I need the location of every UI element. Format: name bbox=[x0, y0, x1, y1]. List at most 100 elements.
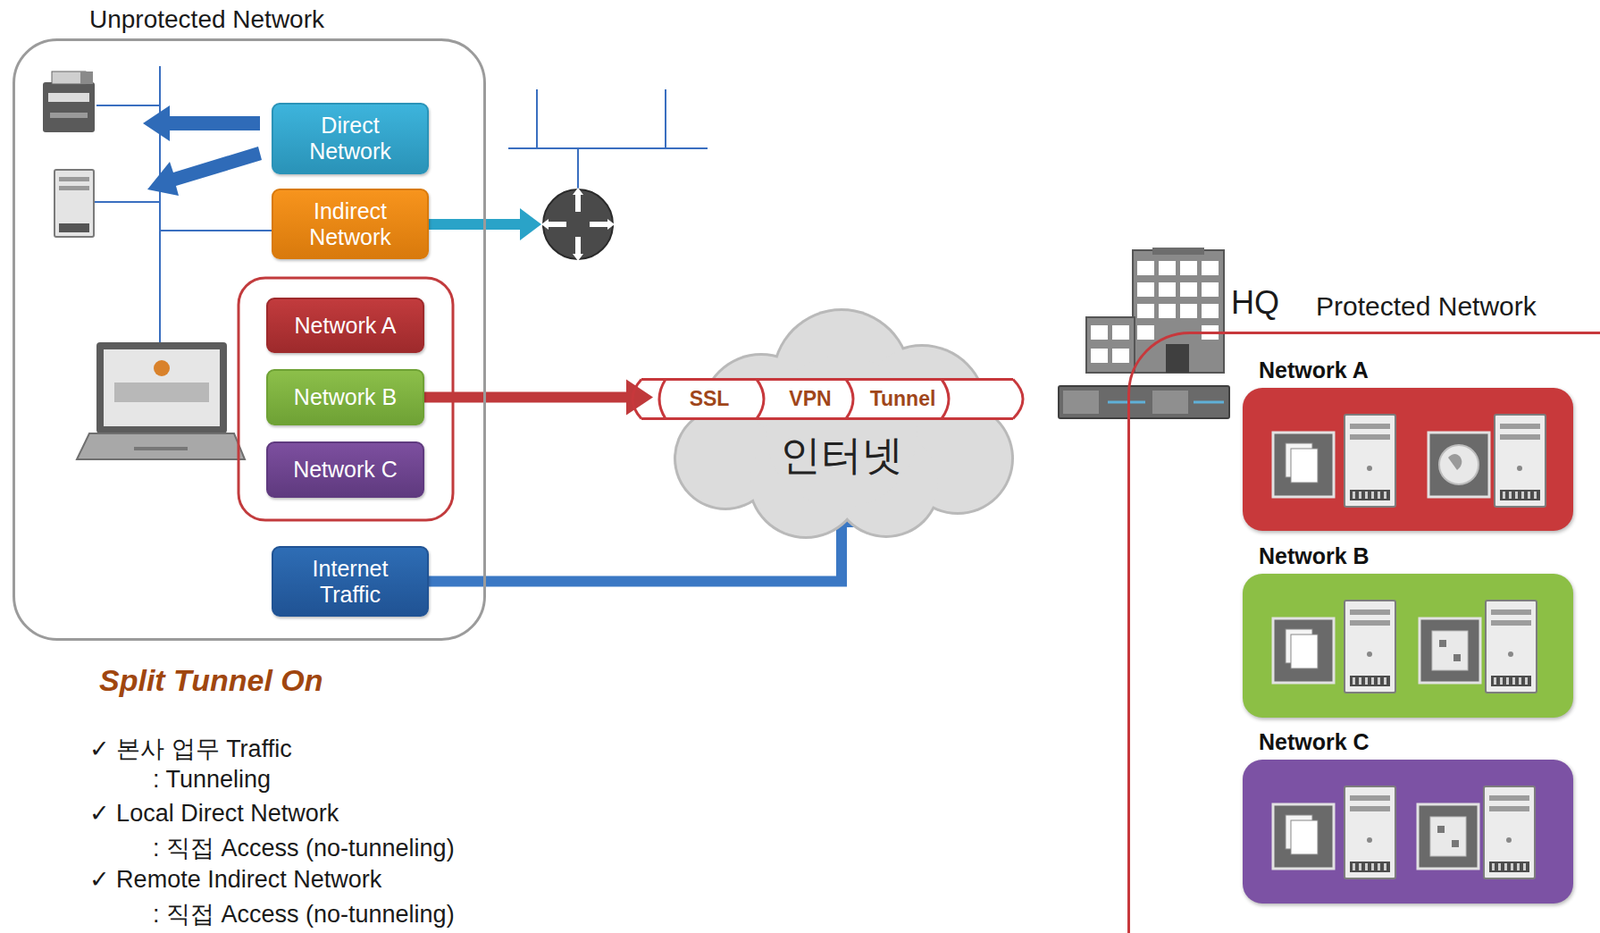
server-icon bbox=[1349, 423, 1391, 429]
vpn-appliance bbox=[1107, 401, 1146, 404]
network-panel bbox=[1242, 759, 1574, 904]
tunnel-segment: VPN bbox=[765, 377, 855, 420]
mode-title: Split Tunnel On bbox=[99, 662, 324, 698]
router-symbol bbox=[575, 193, 581, 212]
server-icon bbox=[1349, 434, 1391, 440]
server-icon bbox=[1491, 675, 1532, 687]
building-window bbox=[1137, 282, 1155, 297]
building-window bbox=[1137, 260, 1155, 276]
server-icon bbox=[1489, 805, 1530, 812]
server-icon bbox=[1377, 491, 1381, 499]
region-heading: Protected Network bbox=[1315, 291, 1537, 322]
server-icon bbox=[1377, 862, 1381, 871]
server-icon bbox=[1349, 805, 1391, 812]
server-icon bbox=[1489, 795, 1530, 801]
server-icon bbox=[1506, 837, 1512, 843]
server-icon bbox=[1533, 491, 1537, 499]
server-icon bbox=[1491, 609, 1532, 615]
server-icon bbox=[1352, 862, 1356, 871]
box-label: Network B bbox=[293, 384, 397, 411]
tunnel-segment bbox=[665, 377, 766, 420]
app-icon bbox=[1437, 825, 1445, 833]
server-icon bbox=[1365, 862, 1368, 871]
network-box: Indirect Network bbox=[271, 188, 429, 260]
printer-icon bbox=[48, 92, 90, 102]
tunnel-segment bbox=[641, 377, 766, 381]
server-icon bbox=[58, 223, 90, 233]
router-symbol bbox=[589, 221, 608, 227]
tunnel-segment bbox=[854, 377, 1030, 420]
server-icon bbox=[1491, 862, 1495, 871]
app-icon bbox=[1290, 634, 1318, 669]
tunnel-segment bbox=[854, 417, 1014, 420]
hq-building bbox=[1165, 343, 1190, 373]
building-window bbox=[1090, 325, 1108, 340]
laptop-icon bbox=[114, 382, 210, 403]
server-icon bbox=[1358, 677, 1362, 685]
tunnel-segment bbox=[854, 377, 1014, 381]
app-icon bbox=[1448, 453, 1462, 470]
vpn-appliance bbox=[1152, 390, 1189, 414]
server-icon bbox=[1366, 465, 1373, 471]
building-window bbox=[1180, 282, 1198, 297]
network-region: Unprotected NetworkDirect NetworkIndirec… bbox=[12, 38, 486, 641]
note-line: ✓ Local Direct Network bbox=[89, 798, 339, 828]
server-icon bbox=[1358, 491, 1362, 499]
server-icon bbox=[1510, 862, 1514, 871]
server-icon bbox=[1371, 677, 1374, 685]
building-window bbox=[1201, 303, 1219, 319]
laptop-icon bbox=[153, 360, 170, 377]
tunnel-segment bbox=[659, 379, 666, 419]
server-icon bbox=[1377, 677, 1381, 685]
server-icon bbox=[1383, 677, 1387, 685]
server-icon bbox=[1516, 862, 1520, 871]
router-symbol bbox=[572, 253, 584, 261]
hq-building bbox=[1086, 247, 1224, 373]
laptop-icon bbox=[103, 349, 220, 427]
building-window bbox=[1112, 348, 1130, 363]
lan-wire bbox=[159, 66, 161, 343]
building-window bbox=[1137, 325, 1155, 340]
building-window bbox=[1158, 260, 1176, 276]
tunnel-segment bbox=[765, 377, 855, 420]
tunnel-segment bbox=[641, 417, 766, 420]
router-symbol bbox=[575, 236, 581, 255]
vpn-appliance bbox=[1063, 390, 1099, 414]
lan-wire bbox=[508, 147, 708, 150]
server-icon bbox=[1349, 489, 1391, 501]
note-line: ✓ 본사 업무 Traffic bbox=[89, 732, 293, 765]
server-icon bbox=[1344, 600, 1396, 693]
network-heading: Network A bbox=[1258, 357, 1369, 384]
server-icon bbox=[1506, 677, 1509, 685]
server-icon bbox=[1499, 423, 1541, 429]
server-icon bbox=[1483, 786, 1535, 879]
tunnel-segment bbox=[1013, 379, 1023, 419]
arrowhead bbox=[626, 379, 654, 416]
tunnel-segment bbox=[632, 379, 642, 419]
building-window bbox=[1158, 303, 1176, 319]
direct-arrow bbox=[142, 105, 262, 196]
laptop-icon bbox=[96, 342, 227, 434]
building-window bbox=[1137, 303, 1155, 319]
network-heading: Network C bbox=[1258, 728, 1370, 755]
router-symbol bbox=[572, 187, 584, 195]
server-icon bbox=[1502, 491, 1506, 499]
server-icon bbox=[1366, 837, 1373, 843]
app-icon bbox=[1290, 448, 1318, 483]
box-label: Internet Traffic bbox=[284, 555, 417, 608]
server-icon bbox=[1498, 862, 1501, 871]
server-icon bbox=[1527, 491, 1531, 499]
app-icon bbox=[1417, 804, 1479, 869]
server-icon bbox=[1383, 491, 1387, 499]
app-icon bbox=[1439, 639, 1447, 647]
server-icon bbox=[54, 169, 94, 237]
building-window bbox=[1090, 348, 1108, 363]
network-box: Network C bbox=[266, 441, 425, 498]
vpn-appliance bbox=[1058, 385, 1230, 419]
server-icon bbox=[1365, 677, 1368, 685]
direct-arrow bbox=[142, 105, 260, 142]
server-icon bbox=[1494, 414, 1546, 507]
server-icon bbox=[1499, 677, 1503, 685]
lan-wire bbox=[664, 89, 667, 149]
